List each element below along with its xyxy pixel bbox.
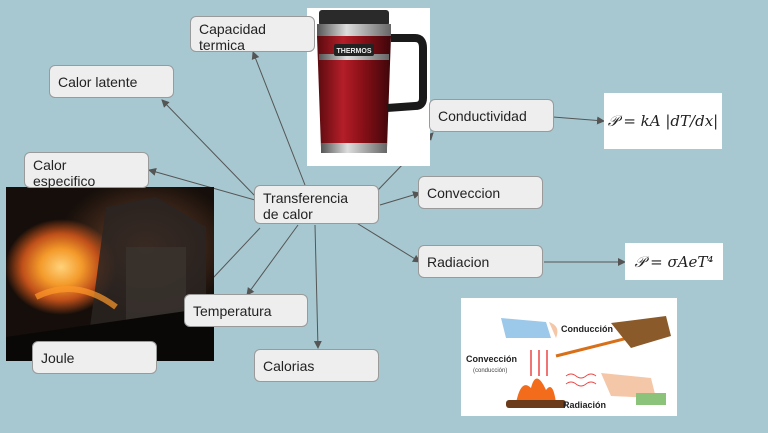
link-temperatura xyxy=(246,224,299,296)
node-capacidad-termica[interactable]: Capacidad termica xyxy=(190,16,315,53)
link-conveccion xyxy=(379,191,421,206)
link-calorias xyxy=(313,224,322,349)
radiation-formula: 𝒫 = σAeT⁴ xyxy=(625,243,723,280)
link-conductividad-formula xyxy=(552,116,605,125)
link-radiacion xyxy=(354,221,421,263)
steel-furnace-photo xyxy=(6,187,214,361)
link-calor-latente xyxy=(161,99,256,197)
label-conveccion-sub: (conducción) xyxy=(473,368,507,374)
node-temperatura[interactable]: Temperatura xyxy=(184,294,308,327)
node-conductividad[interactable]: Conductividad xyxy=(429,99,554,132)
link-calor-especifico xyxy=(148,168,256,201)
link-capacidad xyxy=(251,51,306,186)
furnace-structure-icon xyxy=(6,197,214,361)
heat-transfer-illustration: Conducción Convección (conducción) Radia… xyxy=(461,298,677,416)
label-radiacion: Radiación xyxy=(563,400,606,410)
label-conduccion: Conducción xyxy=(561,324,613,334)
thermos-mug-icon: THERMOS xyxy=(317,10,427,153)
node-radiacion[interactable]: Radiacion xyxy=(418,245,543,278)
heat-transfer-icons: Conducción Convección (conducción) Radia… xyxy=(466,316,671,410)
node-joule[interactable]: Joule xyxy=(32,341,157,374)
node-conveccion[interactable]: Conveccion xyxy=(418,176,543,209)
node-calor-latente[interactable]: Calor latente xyxy=(49,65,174,98)
conductivity-formula-text: 𝒫 = kA |dT/dx| xyxy=(607,112,719,130)
node-calor-especifico[interactable]: Calor especifico xyxy=(24,152,149,189)
label-conveccion: Convección xyxy=(466,354,517,364)
thermos-mug-photo: THERMOS xyxy=(307,8,430,166)
conductivity-formula: 𝒫 = kA |dT/dx| xyxy=(604,93,722,149)
node-center-transferencia[interactable]: Transferencia de calor xyxy=(254,185,379,224)
radiation-formula-text: 𝒫 = σAeT⁴ xyxy=(634,252,714,271)
mug-brand-text: THERMOS xyxy=(337,48,372,55)
node-calorias[interactable]: Calorias xyxy=(254,349,379,382)
